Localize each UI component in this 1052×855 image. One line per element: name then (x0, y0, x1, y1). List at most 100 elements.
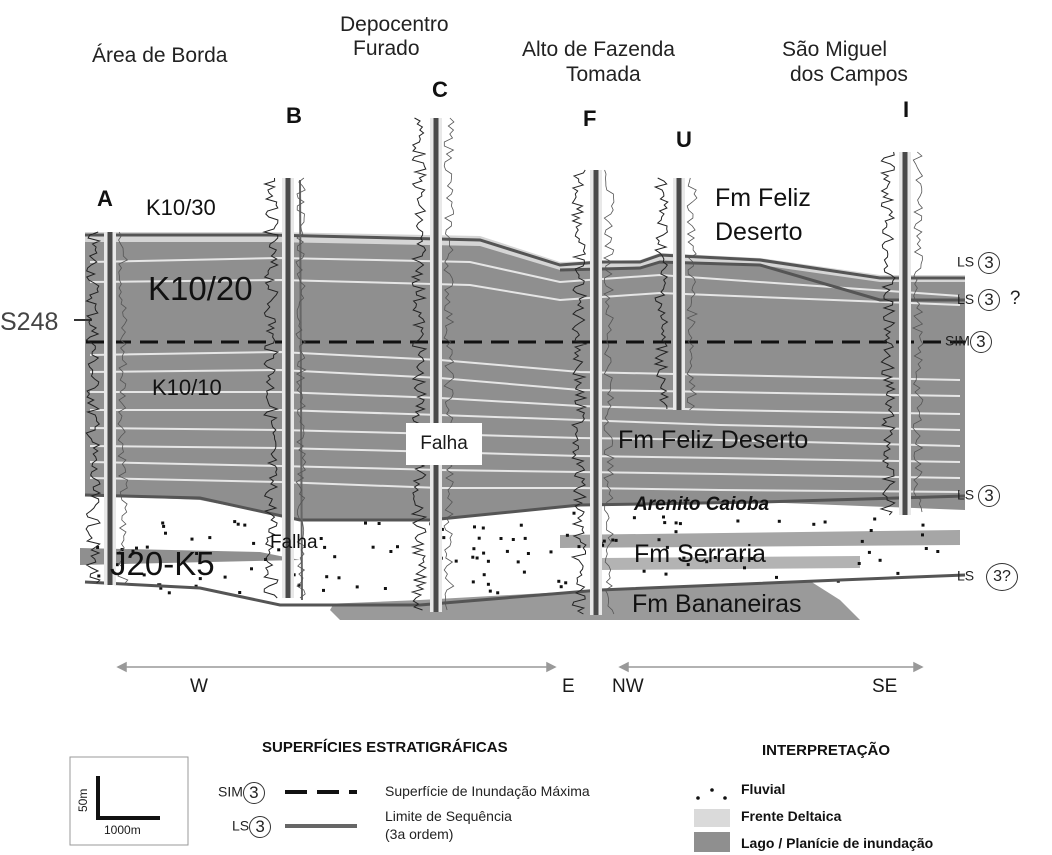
fluvial-dot (750, 557, 754, 560)
region-sao-miguel-line2: dos Campos (790, 63, 908, 86)
fluvial-dot (325, 575, 329, 579)
gamma-log-trace (653, 177, 670, 410)
well-f (570, 169, 615, 615)
fluvial-dot (601, 543, 605, 547)
region-depocentro-line1: Depocentro (340, 13, 449, 36)
fluvial-dot (252, 541, 256, 545)
fluvial-dot (664, 572, 668, 576)
fluvial-dot (936, 550, 940, 553)
fluvial-dot (873, 517, 877, 521)
well-b (262, 177, 307, 599)
fluvial-dot (371, 545, 375, 549)
fluvial-dot (131, 549, 135, 553)
gamma-log-trace (410, 117, 428, 611)
fluvial-dot (135, 546, 138, 550)
region-alto-line2: Tomada (566, 63, 641, 86)
fluvial-dot (642, 569, 646, 573)
direction-w: W (190, 676, 208, 697)
unit-k10-10: K10/10 (152, 375, 222, 400)
fluvial-dot (663, 521, 667, 525)
fluvial-dot (208, 536, 212, 540)
fluvial-dot (238, 591, 242, 594)
fluvial-dot (549, 550, 553, 554)
fluvial-dot (337, 576, 341, 580)
upper-delta-layer (85, 232, 965, 282)
fluvial-dot (777, 519, 781, 523)
fluvial-dot (243, 523, 247, 527)
fluvial-dot (377, 522, 381, 525)
fluvial-dot (389, 550, 393, 553)
resistivity-log-trace (603, 169, 615, 615)
fluvial-dot (522, 570, 526, 574)
fluvial-dot (577, 545, 581, 549)
well-label-f: F (583, 106, 597, 131)
fluvial-dot (96, 545, 100, 549)
scale-horizontal-label: 1000m (104, 823, 141, 837)
fluvial-dot (442, 536, 446, 540)
fluvial-dot (167, 591, 171, 595)
well-column (107, 232, 113, 585)
well-logs (85, 117, 924, 615)
fluvial-dot (678, 522, 682, 526)
fluvial-dot (775, 575, 778, 579)
fluvial-dot (743, 566, 746, 570)
unit-fm-feliz-deserto-top-line2: Deserto (715, 218, 803, 246)
ls-k10-20 (559, 260, 965, 302)
fluvial-dot (355, 585, 359, 589)
fluvial-dot (472, 547, 476, 551)
legend-frente-swatch (694, 809, 730, 827)
fluvial-dot (632, 516, 636, 520)
fluvial-dot (454, 559, 458, 563)
fluvial-dot (481, 526, 485, 530)
direction-nw: NW (612, 676, 644, 697)
well-label-c: C (432, 77, 448, 102)
fluvial-dot (564, 581, 568, 585)
marker-ls-1: LS 3 (957, 252, 1001, 274)
well-a (85, 231, 129, 585)
fluvial-dot (740, 556, 744, 560)
well-i (879, 151, 924, 516)
fluvial-dot (161, 521, 165, 525)
region-depocentro-line2: Furado (353, 37, 420, 60)
fluvial-dot (440, 527, 444, 531)
fluvial-dot (145, 545, 149, 549)
direction-axes (116, 661, 924, 673)
fluvial-dot (657, 538, 661, 542)
scale-bar (96, 776, 160, 820)
unit-j20-k5: J20-K5 (110, 545, 215, 582)
fluvial-dot (194, 584, 198, 588)
fluvial-dot (705, 560, 709, 564)
marker-ls-3: LS 3 (957, 485, 1001, 507)
unit-k10-30: K10/30 (146, 195, 216, 220)
fluvial-dot (662, 515, 665, 519)
fluvial-dot (519, 523, 523, 527)
fluvial-dot (223, 575, 227, 579)
well-label-u: U (676, 127, 692, 152)
fluvial-dot (614, 538, 618, 542)
fluvial-dot (142, 573, 146, 577)
region-sao-miguel-line1: São Miguel (782, 38, 888, 61)
unit-fm-feliz-deserto-top-line1: Fm Feliz (715, 184, 811, 212)
fluvial-dot (523, 536, 527, 540)
unit-fm-serraria: Fm Serraria (634, 540, 766, 568)
fluvial-dot (682, 556, 686, 560)
well-column (433, 118, 439, 612)
legend-sim-label: Superfície de Inundação Máxima (385, 783, 590, 799)
fluvial-dot (496, 591, 500, 595)
fluvial-dot (559, 585, 563, 589)
legend-frente-label: Frente Deltaica (741, 808, 842, 824)
unit-s248: S248 (0, 308, 59, 336)
fluvial-dot (686, 563, 690, 567)
fluvial-dot (860, 539, 864, 543)
fluvial-dot (602, 539, 606, 543)
fluvial-dot (572, 511, 576, 515)
fluvial-dot (190, 537, 194, 541)
gamma-log-trace (879, 151, 896, 516)
resistivity-log-trace (443, 117, 455, 611)
fluvial-dot (292, 573, 296, 577)
fluvial-dot (319, 537, 323, 540)
fluvial-dot (473, 525, 476, 529)
fault-label-upper: Falha (406, 423, 482, 465)
